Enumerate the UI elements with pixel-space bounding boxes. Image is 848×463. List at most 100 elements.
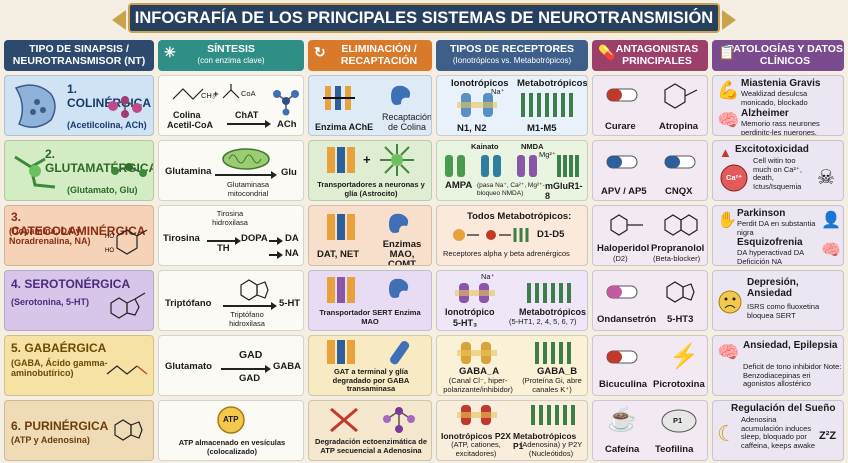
row1-alzheimer: Alzheimer — [741, 108, 789, 119]
row3-synthesis: Tirosina hidroxilasa Tirosina TH DOPA DA… — [158, 205, 304, 266]
row-cholinergic: 1. COLINÉRGICA (Acetilcolina, ACh) CH₃ C… — [4, 75, 844, 136]
row4-ondansetron: Ondansetrón — [597, 314, 657, 325]
recycle-icon: ↻ — [314, 44, 326, 60]
gaba-structure-icon — [106, 365, 148, 375]
neuron-icon — [14, 155, 56, 189]
row2-ampa: AMPA — [445, 180, 473, 191]
row6-p1-tablet: P1 — [673, 416, 683, 425]
row3-dat-net: DAT, NET — [317, 249, 360, 260]
row1-ch3: CH₃ — [201, 91, 215, 100]
row4-ionotropic: Ionotrópico — [445, 307, 495, 317]
row6-adenosine-desc: Adenosina acumulación induces sleep, blo… — [741, 415, 816, 450]
row3-th: TH — [217, 243, 230, 254]
choline-structure-icon — [172, 88, 204, 100]
row1-ionotropic-label: Ionotrópicos — [451, 78, 509, 89]
row-serotonergic: 4. SEROTONÉRGICA (Serotonina, 5-HT) Trip… — [4, 270, 844, 331]
banner-ribbon-right — [722, 10, 736, 30]
row6-sleep: Regulación del Sueño — [731, 403, 836, 414]
row4-subtitle: (Serotonina, 5-HT) — [11, 297, 89, 307]
row6-caffeine: Cafeína — [605, 444, 640, 455]
hand-icon: ✋ — [717, 212, 737, 229]
pill-icon: 💊 — [598, 44, 616, 60]
gpcr-icon — [557, 155, 579, 177]
row3-pathologies: ✋ Parkinson Perdit DA en substantia nigr… — [712, 205, 844, 266]
header-antag-label: ANTAGONISTAS PRINCIPALES — [615, 43, 699, 67]
row2-kainate: Kainato — [471, 142, 499, 151]
enzyme-icon — [390, 341, 410, 365]
row2-arrow — [215, 171, 277, 179]
molecule-icon: ✳ — [164, 44, 176, 60]
row3-antagonists: Haloperidol (D2) Propranolol (Beta-block… — [592, 205, 708, 266]
row1-plus: + — [213, 89, 219, 100]
row2-glutamine: Glutamina — [165, 166, 212, 177]
row4-5ht3: 5-HT₃ — [453, 318, 478, 328]
row3-tyrosine: Tirosina — [163, 233, 200, 244]
row1-myasthenia: Miastenia Gravis — [741, 78, 821, 89]
row3-subtitle: (Dopamina, DA y Noradrenalina, NA) — [9, 226, 91, 246]
row2-transporters: Transportadores a neuronas y glía (Astro… — [317, 180, 425, 198]
gpcr-icon — [535, 342, 571, 364]
row4-title-cell: 4. SEROTONÉRGICA (Serotonina, 5-HT) — [4, 270, 154, 331]
brain-icon: 🧠 — [821, 242, 841, 259]
row1-elimination: Enzima AChE Recaptación de Colina — [308, 75, 432, 136]
row6-antagonists: ☕ P1 Cafeína Teofilina — [592, 400, 708, 461]
row2-apv: APV / AP5 — [601, 186, 647, 197]
row5-title-cell: 5. GABAÉRGICA (GABA, Ácido gamma-aminobu… — [4, 335, 154, 396]
row1-ach: ACh — [277, 119, 297, 130]
row2-pathologies: ▲ Excitotoxicidad Ca²⁺ Cell witin too mu… — [712, 140, 844, 201]
title-banner: INFOGRAFÍA DE LOS PRINCIPALES SISTEMAS D… — [112, 3, 736, 33]
row2-excitotoxicity-desc: Cell witin too much on Ca²⁺, death, Ictu… — [753, 156, 802, 191]
row4-pathologies: Depresión, Ansiedad ISRS como fluoxetina… — [712, 270, 844, 331]
atp-icon — [217, 406, 245, 434]
row1-choline-reuptake: Recaptación de Colina — [381, 112, 432, 132]
row5-gad: GAD — [239, 349, 263, 361]
5ht3-structure-icon — [666, 281, 695, 303]
row1-synthesis: CH₃ CoA + Colina Acetil-CoA ChAT ACh — [158, 75, 304, 136]
row1-title-cell: 1. COLINÉRGICA (Acetilcolina, ACh) — [4, 75, 154, 136]
warning-icon: ▲ — [719, 145, 732, 160]
header-synth-label: SÍNTESIS — [207, 43, 255, 55]
row5-antagonists: ⚡ Bicuculina Picrotoxina — [592, 335, 708, 396]
row2-subtitle: (Glutamato, Glu) — [67, 185, 138, 195]
enzyme-icon — [389, 278, 409, 298]
row6-title-cell: 6. PURINÉRGICA (ATP y Adenosina) — [4, 400, 154, 461]
row3-parkinson: Parkinson — [737, 208, 786, 219]
capsule-icon — [606, 285, 638, 299]
header-elim-label: ELIMINACIÓN / RECAPTACIÓN — [340, 43, 418, 67]
row2-glu: Glu — [281, 167, 297, 178]
row3-adrenergic: Receptores alpha y beta adrenérgicos — [443, 249, 570, 258]
transporter-icon — [327, 214, 355, 240]
header-receptors: TIPOS DE RECEPTORES (Ionotrópicos vs. Me… — [436, 40, 588, 71]
capsule-icon — [606, 155, 638, 169]
row3-receptors: Todos Metabotrópicos: D1-D5 Receptores a… — [436, 205, 588, 266]
row6-p1-desc: (Adenosina) y P2Y (Nucleótidos) — [519, 440, 583, 458]
row4-synthesis: Triptófano 5-HT Triptófano hidroxilasa — [158, 270, 304, 331]
row4-5ht3-antag: 5-HT3 — [667, 314, 694, 325]
cell-calcium-icon — [720, 164, 748, 192]
row6-zz: Z²Z — [819, 430, 837, 442]
transporter-icon — [327, 340, 355, 364]
row5-gaba: GABA — [273, 361, 301, 372]
row-catecholaminergic: 3. CATECOLAMINÉRGICA (Dopamina, DA y Nor… — [4, 205, 844, 266]
row4-arrow — [223, 302, 277, 310]
row5-pathologies: 🧠 Ansiedad, Epilepsia Deficit de tono in… — [712, 335, 844, 396]
row5-picrotoxin: Picrotoxina — [653, 379, 705, 390]
molecule-icon — [108, 96, 142, 118]
ion-channels-icon — [445, 155, 537, 177]
brain-icon: 🧠 — [717, 342, 740, 362]
enzyme-scissors-icon — [323, 86, 355, 110]
row3-elimination: DAT, NET Enzimas MAO, COMT — [308, 205, 432, 266]
row6-p2x: Ionotrópicos P2X — [441, 431, 511, 441]
row6-atp: ATP — [223, 415, 239, 424]
row4-depression: Depresión, Ansiedad — [747, 277, 799, 299]
row5-glutamate: Glutamato — [165, 361, 212, 372]
row1-antagonists: Curare Atropina — [592, 75, 708, 136]
row2-nmda: NMDA — [521, 142, 544, 151]
row2-calcium: Ca²⁺ — [726, 173, 743, 182]
row5-gat: GAT a terminal y glía degradado por GABA… — [332, 367, 410, 393]
row2-plus: + — [363, 152, 371, 167]
lightning-icon: ⚡ — [669, 343, 699, 370]
row1-nicotinic: N1, N2 — [457, 123, 487, 134]
row1-pathologies: 💪 Miastenia Gravis Weaklizad desulcsa mo… — [712, 75, 844, 136]
